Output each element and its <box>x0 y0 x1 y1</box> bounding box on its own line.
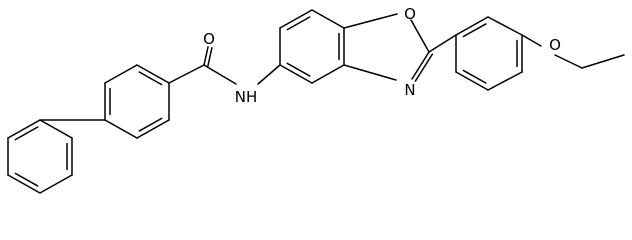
phenyl-a-double-3 <box>14 172 39 187</box>
phenyl-b-bond-2 <box>136 64 170 84</box>
carbonyl-bond <box>203 46 209 66</box>
ethyl-bond <box>581 54 625 69</box>
phenyl-b-bond-4 <box>136 119 170 139</box>
phenyl-a-bond-2 <box>39 174 73 194</box>
atom-label-carbonyl-oxygen: O <box>203 30 215 48</box>
atom-labels: O NH O N O <box>203 5 561 106</box>
amide-n-aryl-bond <box>257 64 281 85</box>
atom-label-oxazole-nitrogen: N <box>404 81 415 99</box>
ethoxyphenyl-double-4 <box>462 69 487 84</box>
atom-label-amide-nitrogen: NH <box>235 88 258 106</box>
aryl-ether-bond <box>521 34 542 47</box>
oxazole-aryl-bond <box>428 34 457 53</box>
atom-label-oxazole-oxygen: O <box>404 5 416 23</box>
phenyl-a-double-5 <box>14 126 39 141</box>
aryl-carbonyl-bond <box>168 64 205 84</box>
benzo-bond-2 <box>311 9 345 29</box>
structure-drawing: O NH O N O <box>7 5 625 194</box>
atom-label-ether-oxygen: O <box>549 36 561 54</box>
oxazole-o-c2-bond <box>410 19 430 53</box>
bond-lines <box>7 9 625 194</box>
phenyl-b-bond-1 <box>104 64 138 84</box>
benzo-bond-1 <box>279 9 313 29</box>
benzo-bond-4 <box>311 64 345 84</box>
benzo-double-5 <box>286 62 311 77</box>
ethoxyphenyl-double-0 <box>462 23 487 38</box>
ethoxyphenyl-bond-0 <box>455 16 489 36</box>
oxazole-c2-n-bond <box>411 51 430 80</box>
oxazole-c2-n-double <box>414 53 434 82</box>
oxazole-c-o-bond <box>343 13 398 29</box>
amide-c-n-bond <box>203 64 237 85</box>
phenyl-a-bond-5 <box>7 119 41 139</box>
phenyl-a-bond-0 <box>39 119 73 139</box>
phenyl-b-double-4 <box>138 117 163 132</box>
phenyl-a-bond-3 <box>7 174 41 194</box>
phenyl-b-bond-5 <box>104 119 138 139</box>
ether-ch2-bond <box>554 54 583 69</box>
carbonyl-double <box>207 47 213 67</box>
oxazole-n-c-bond <box>343 64 397 81</box>
ethoxyphenyl-bond-1 <box>487 16 523 36</box>
phenyl-b-double-2 <box>138 71 163 86</box>
ethoxyphenyl-bond-4 <box>455 71 489 91</box>
ethoxyphenyl-bond-3 <box>487 71 523 91</box>
benzo-bond-5 <box>279 64 313 84</box>
benzo-double-1 <box>286 16 311 31</box>
